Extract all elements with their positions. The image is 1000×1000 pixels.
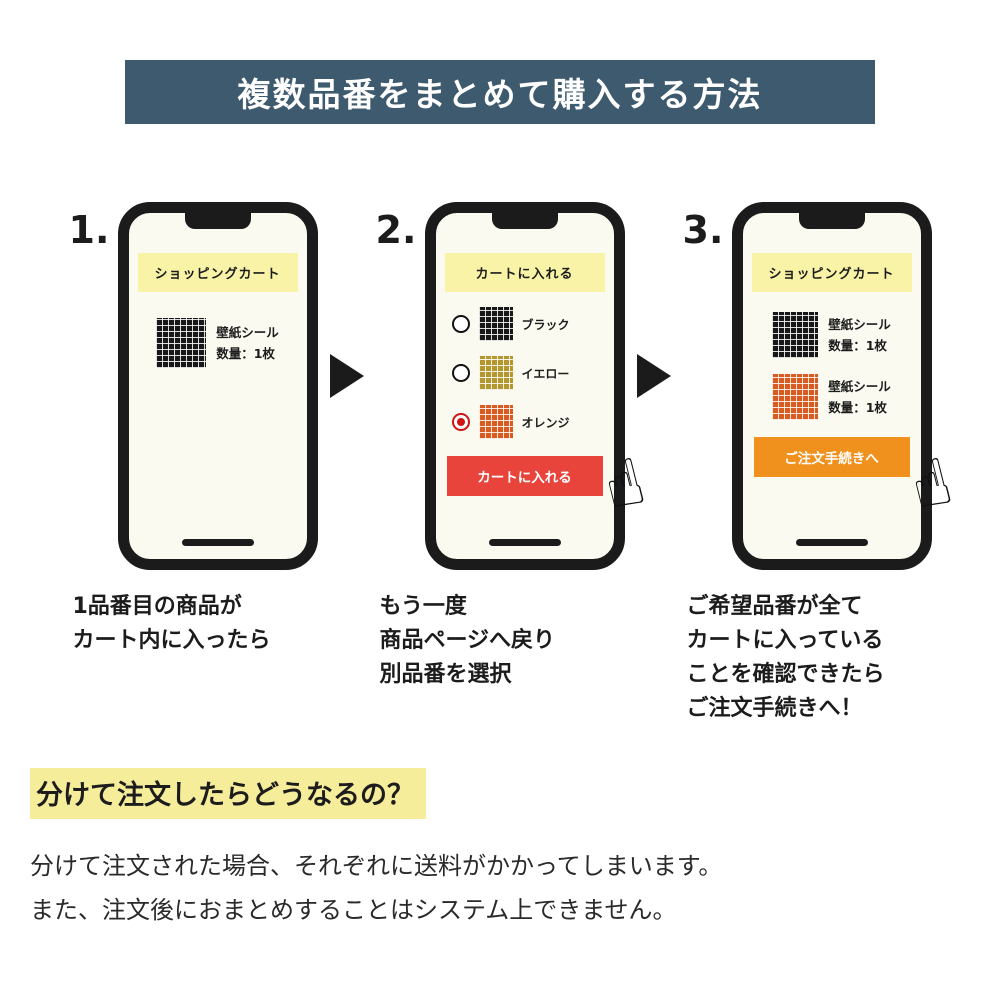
step-2-caption: もう一度 商品ページへ戻り 別品番を選択	[379, 594, 556, 688]
phone-notch	[184, 212, 251, 229]
product-swatch-black-icon	[478, 307, 513, 341]
steps-row: 1. ショッピングカート 壁紙シール 数量：1枚 1品番目の商品が カート内に入…	[0, 202, 1000, 726]
faq-section: 分けて注文したらどうなるの？ 分けて注文された場合、それぞれに送料がかかってしま…	[0, 768, 1000, 931]
product-swatch-black-icon	[156, 318, 207, 368]
faq-body: 分けて注文された場合、それぞれに送料がかかってしまいます。 また、注文後におまと…	[30, 845, 1000, 931]
color-option-orange: オレンジ	[451, 405, 614, 439]
cart-item: 壁紙シール 数量：1枚	[129, 318, 307, 368]
header-band: 複数品番をまとめて購入する方法	[125, 60, 875, 124]
step-3-caption: ご希望品番が全て カートに入っている ことを確認できたら ご注文手続きへ！	[686, 594, 885, 722]
phone-notch	[491, 212, 558, 229]
arrow-right-icon	[636, 354, 671, 398]
radio-black[interactable]	[451, 315, 470, 333]
add-to-cart-banner: カートに入れる	[444, 253, 605, 292]
product-name: 壁紙シール	[216, 324, 279, 340]
arrow-right-icon	[329, 354, 364, 398]
faq-body-line: また、注文後におまとめすることはシステム上できません。	[30, 895, 677, 924]
cart-banner-3: ショッピングカート	[751, 253, 912, 292]
add-to-cart-button[interactable]: カートに入れる	[446, 456, 603, 496]
product-swatch-black-icon	[772, 312, 819, 358]
step-1: 1. ショッピングカート 壁紙シール 数量：1枚 1品番目の商品が カート内に入…	[69, 202, 318, 658]
option-label: オレンジ	[521, 415, 570, 430]
cart-item: 壁紙シール 数量：1枚	[743, 312, 921, 358]
page-title: 複数品番をまとめて購入する方法	[237, 75, 763, 114]
phone-home-indicator	[181, 539, 254, 546]
step-1-caption: 1品番目の商品が カート内に入ったら	[72, 594, 271, 654]
option-label: イエロー	[521, 366, 570, 381]
color-option-yellow: イエロー	[451, 356, 614, 390]
step-2-number: 2.	[375, 208, 417, 252]
product-qty: 数量：1枚	[828, 400, 887, 415]
radio-orange-selected[interactable]	[451, 413, 470, 431]
phone-home-indicator	[488, 539, 561, 546]
product-name: 壁紙シール	[828, 378, 891, 394]
phone-frame-1: ショッピングカート 壁紙シール 数量：1枚	[117, 202, 318, 570]
phone-frame-2: カートに入れる ブラック イエロー オレンジ カートに入れる ☝	[424, 202, 652, 570]
checkout-button[interactable]: ご注文手続きへ	[753, 437, 910, 477]
product-qty: 数量：1枚	[828, 338, 887, 353]
step-3: 3. ショッピングカート 壁紙シール 数量：1枚 壁紙シール 数量：1枚	[682, 202, 959, 726]
cart-item: 壁紙シール 数量：1枚	[743, 374, 921, 420]
hand-cursor-icon: ☝	[903, 444, 959, 526]
product-swatch-yellow-icon	[478, 356, 513, 390]
product-swatch-orange-icon	[772, 374, 819, 420]
faq-body-line: 分けて注文された場合、それぞれに送料がかかってしまいます。	[30, 852, 723, 881]
product-name: 壁紙シール	[828, 316, 891, 332]
phone-frame-3: ショッピングカート 壁紙シール 数量：1枚 壁紙シール 数量：1枚 ご注文手続き	[731, 202, 959, 570]
phone-home-indicator	[795, 539, 868, 546]
hand-cursor-icon: ☝	[596, 444, 652, 526]
option-label: ブラック	[521, 317, 570, 332]
radio-yellow[interactable]	[451, 364, 470, 382]
product-swatch-orange-icon	[478, 405, 513, 439]
phone-notch	[798, 212, 865, 229]
step-2: 2. カートに入れる ブラック イエロー オレンジ	[375, 202, 652, 692]
cart-banner-1: ショッピングカート	[137, 253, 298, 292]
product-qty: 数量：1枚	[216, 346, 275, 361]
step-3-number: 3.	[682, 208, 724, 252]
step-1-number: 1.	[68, 208, 110, 252]
faq-heading: 分けて注文したらどうなるの？	[30, 768, 426, 820]
color-option-black: ブラック	[451, 307, 614, 341]
